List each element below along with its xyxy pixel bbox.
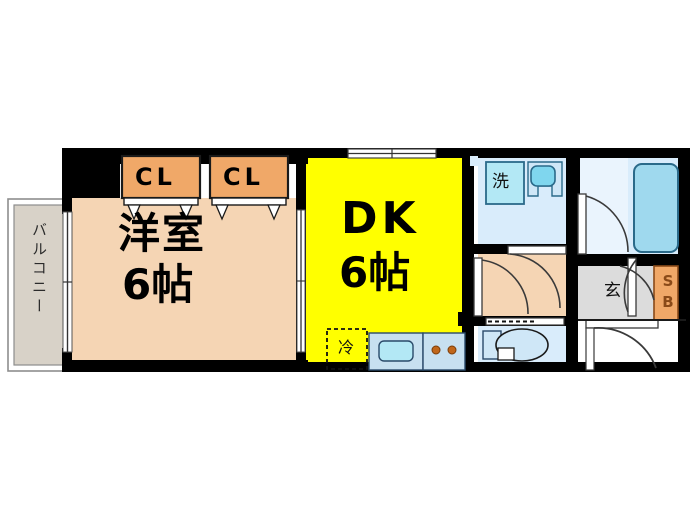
door-bathroom [577,193,629,255]
label-balcony: バルコニー [30,222,48,317]
door-toilet [485,317,565,326]
fixture-room-dk-sliding-door [296,209,306,353]
label-dk-area: 6帖 [339,248,411,297]
fixture-closet-1 [120,154,202,221]
label-shoe-box: SB [659,272,677,314]
label-dk-name: DK [341,193,420,244]
door-entrance-inner [619,257,655,317]
fixture-gas-stove [422,332,466,371]
fixture-kitchen-sink [368,332,424,371]
fixture-balcony-sliding-door [62,211,73,353]
fixture-washing-machine-space [485,161,525,205]
fixture-bathtub [633,163,679,253]
fixture-refrigerator-space [326,328,368,370]
label-washing-machine: 洗 [492,172,509,192]
fixture-dk-window [347,148,437,159]
label-refrigerator: 冷 [338,338,355,357]
label-closet-2: CL [223,163,264,191]
label-closet-1: CL [135,163,176,191]
fixture-toilet-bowl [482,328,549,362]
label-western-room-area: 6帖 [122,260,194,309]
door-entrance-main [585,319,659,371]
label-entrance: 玄 [604,281,621,301]
wall-jamb-details [470,156,478,166]
fixture-closet-2 [208,154,290,221]
label-western-room-name: 洋室 [118,209,207,258]
fixture-vanity-sink [527,161,563,197]
door-corridor [473,257,529,317]
room-western [70,198,308,368]
door-washroom [507,245,567,309]
